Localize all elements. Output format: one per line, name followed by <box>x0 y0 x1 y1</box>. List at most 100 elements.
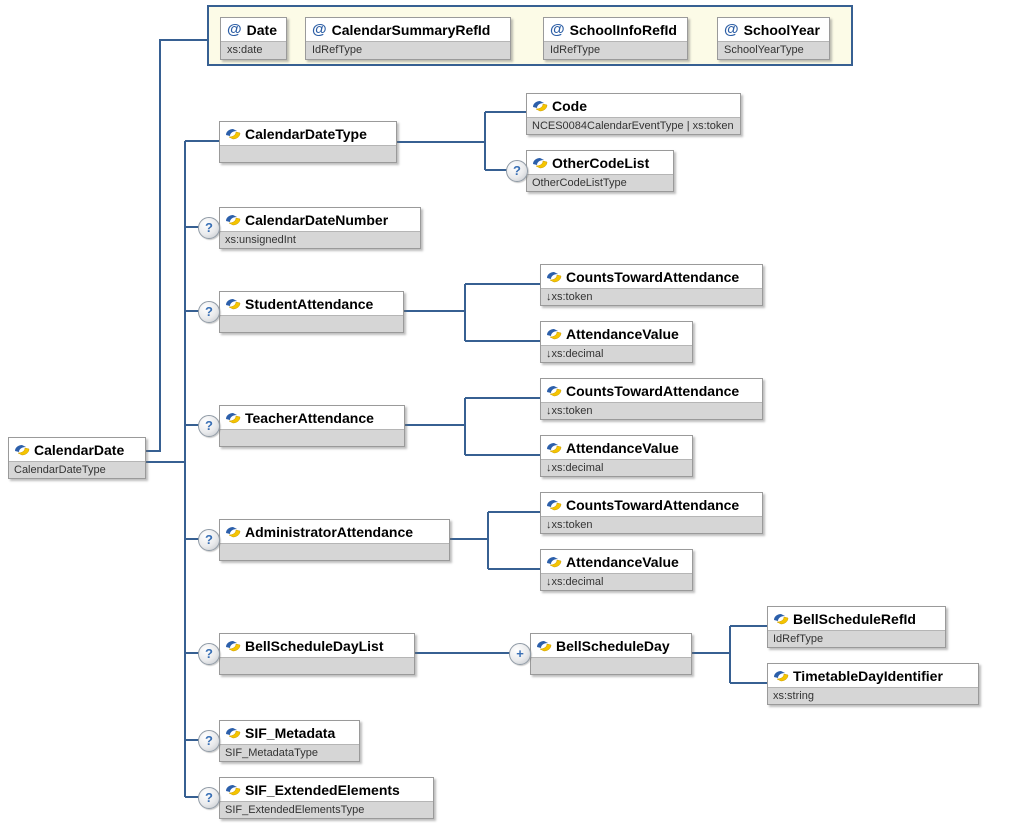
optional-occurrence-icon: ? <box>198 643 220 665</box>
element-icon <box>226 526 241 537</box>
node-label: BellScheduleDayList <box>245 637 384 654</box>
node-label: TimetableDayIdentifier <box>793 667 943 684</box>
element-icon <box>226 640 241 651</box>
node-label: CalendarDateType <box>245 125 367 142</box>
element-icon <box>533 100 548 111</box>
node-type: CalendarDateType <box>9 461 145 478</box>
node-type <box>220 145 396 162</box>
attribute-type: IdRefType <box>306 41 510 59</box>
node-code[interactable]: Code NCES0084CalendarEventType | xs:toke… <box>526 93 741 135</box>
node-label: TeacherAttendance <box>245 409 374 426</box>
element-icon <box>226 727 241 738</box>
element-icon <box>15 444 30 455</box>
node-sif-metadata[interactable]: SIF_Metadata SIF_MetadataType <box>219 720 360 762</box>
node-calendar-date[interactable]: CalendarDate CalendarDateType <box>8 437 146 479</box>
node-label: SIF_ExtendedElements <box>245 781 400 798</box>
optional-occurrence-icon: ? <box>506 160 528 182</box>
node-type: IdRefType <box>768 630 945 647</box>
node-calendar-date-number[interactable]: CalendarDateNumber xs:unsignedInt <box>219 207 421 249</box>
node-type: SIF_MetadataType <box>220 744 359 761</box>
attribute-icon: @ <box>312 21 327 38</box>
node-label: StudentAttendance <box>245 295 374 312</box>
node-bell-schedule-ref-id[interactable]: BellScheduleRefId IdRefType <box>767 606 946 648</box>
node-type: ↓xs:token <box>541 402 762 419</box>
node-label: OtherCodeList <box>552 154 650 171</box>
node-counts-toward-attendance[interactable]: CountsTowardAttendance ↓xs:token <box>540 492 763 534</box>
optional-occurrence-icon: ? <box>198 730 220 752</box>
node-label: AdministratorAttendance <box>245 523 414 540</box>
attribute-label: SchoolInfoRefId <box>569 21 677 38</box>
node-attendance-value[interactable]: AttendanceValue ↓xs:decimal <box>540 549 693 591</box>
node-label: BellScheduleDay <box>556 637 670 654</box>
node-label: AttendanceValue <box>566 325 679 342</box>
element-icon <box>537 640 552 651</box>
node-type: ↓xs:decimal <box>541 345 692 362</box>
attribute-label: SchoolYear <box>743 21 820 38</box>
node-type: ↓xs:decimal <box>541 573 692 590</box>
attribute-school-year[interactable]: @SchoolYear SchoolYearType <box>717 17 830 60</box>
node-type: ↓xs:token <box>541 516 762 533</box>
element-icon <box>226 128 241 139</box>
attribute-calendar-summary-ref-id[interactable]: @CalendarSummaryRefId IdRefType <box>305 17 511 60</box>
node-type: xs:unsignedInt <box>220 231 420 248</box>
attribute-type: xs:date <box>221 41 286 59</box>
node-type <box>531 657 691 674</box>
attribute-label: CalendarSummaryRefId <box>331 21 491 38</box>
node-attendance-value[interactable]: AttendanceValue ↓xs:decimal <box>540 435 693 477</box>
attributes-group: @Date xs:date @CalendarSummaryRefId IdRe… <box>207 5 853 66</box>
attribute-icon: @ <box>724 21 739 38</box>
node-label: CountsTowardAttendance <box>566 382 740 399</box>
optional-occurrence-icon: ? <box>198 787 220 809</box>
element-icon <box>226 784 241 795</box>
attribute-type: SchoolYearType <box>718 41 829 59</box>
node-calendar-date-type[interactable]: CalendarDateType <box>219 121 397 163</box>
element-icon <box>774 613 789 624</box>
node-attendance-value[interactable]: AttendanceValue ↓xs:decimal <box>540 321 693 363</box>
optional-occurrence-icon: ? <box>198 415 220 437</box>
element-icon <box>533 157 548 168</box>
node-label: CalendarDate <box>34 441 125 458</box>
element-icon <box>547 499 562 510</box>
element-icon <box>547 442 562 453</box>
node-other-code-list[interactable]: OtherCodeList OtherCodeListType <box>526 150 674 192</box>
node-sif-extended-elements[interactable]: SIF_ExtendedElements SIF_ExtendedElement… <box>219 777 434 819</box>
element-icon <box>226 298 241 309</box>
node-bell-schedule-day-list[interactable]: BellScheduleDayList <box>219 633 415 675</box>
node-label: SIF_Metadata <box>245 724 336 741</box>
element-icon <box>547 385 562 396</box>
node-type: ↓xs:token <box>541 288 762 305</box>
node-type <box>220 543 449 560</box>
node-type <box>220 429 404 446</box>
element-icon <box>226 214 241 225</box>
element-icon <box>774 670 789 681</box>
element-icon <box>547 556 562 567</box>
attribute-date[interactable]: @Date xs:date <box>220 17 287 60</box>
node-type: NCES0084CalendarEventType | xs:token <box>527 117 740 134</box>
node-label: AttendanceValue <box>566 553 679 570</box>
node-label: CountsTowardAttendance <box>566 268 740 285</box>
node-administrator-attendance[interactable]: AdministratorAttendance <box>219 519 450 561</box>
node-type: ↓xs:decimal <box>541 459 692 476</box>
optional-occurrence-icon: ? <box>198 301 220 323</box>
node-timetable-day-identifier[interactable]: TimetableDayIdentifier xs:string <box>767 663 979 705</box>
node-label: Code <box>552 97 587 114</box>
node-bell-schedule-day[interactable]: BellScheduleDay <box>530 633 692 675</box>
node-type <box>220 657 414 674</box>
node-label: CountsTowardAttendance <box>566 496 740 513</box>
node-type <box>220 315 403 332</box>
node-type: SIF_ExtendedElementsType <box>220 801 433 818</box>
node-label: AttendanceValue <box>566 439 679 456</box>
node-teacher-attendance[interactable]: TeacherAttendance <box>219 405 405 447</box>
repeat-occurrence-icon: + <box>509 643 531 665</box>
node-counts-toward-attendance[interactable]: CountsTowardAttendance ↓xs:token <box>540 264 763 306</box>
node-counts-toward-attendance[interactable]: CountsTowardAttendance ↓xs:token <box>540 378 763 420</box>
attribute-type: IdRefType <box>544 41 687 59</box>
node-type: xs:string <box>768 687 978 704</box>
node-type: OtherCodeListType <box>527 174 673 191</box>
node-student-attendance[interactable]: StudentAttendance <box>219 291 404 333</box>
attribute-school-info-ref-id[interactable]: @SchoolInfoRefId IdRefType <box>543 17 688 60</box>
attribute-icon: @ <box>227 21 242 38</box>
element-icon <box>547 328 562 339</box>
optional-occurrence-icon: ? <box>198 529 220 551</box>
